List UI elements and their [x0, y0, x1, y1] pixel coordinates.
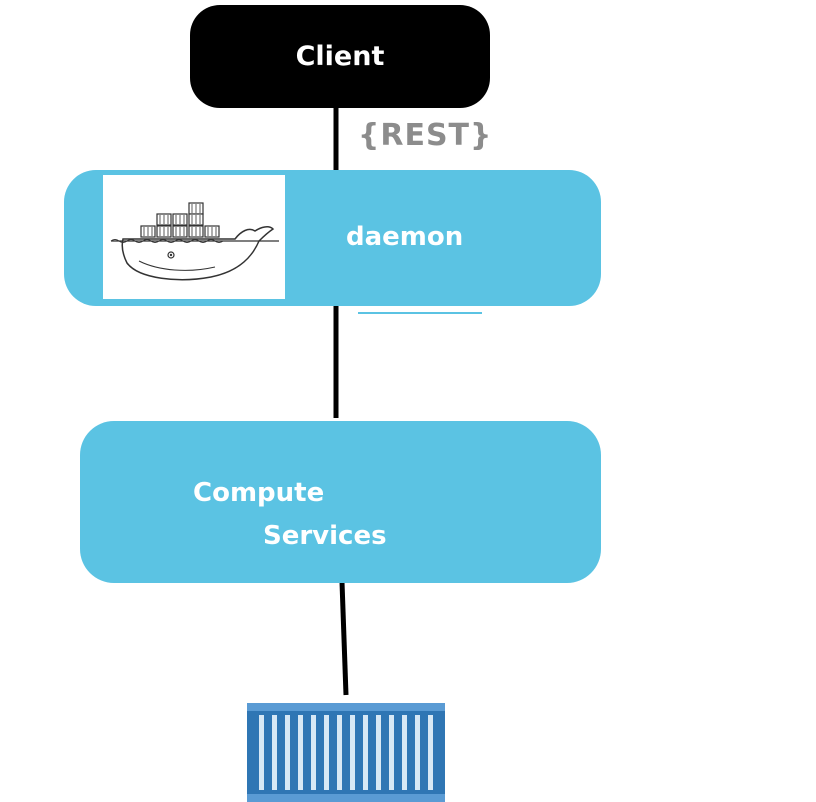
container-rib — [311, 715, 316, 790]
container-rib — [389, 715, 394, 790]
daemon-node: daemon — [64, 170, 601, 306]
docker-logo — [103, 175, 285, 299]
container-rib — [415, 715, 420, 790]
compute-label-line2: Services — [263, 521, 387, 551]
compute-services-node: Compute Services — [80, 421, 601, 583]
container-rib — [428, 715, 433, 790]
container-rib — [324, 715, 329, 790]
daemon-label: daemon — [346, 222, 464, 252]
container-rib — [350, 715, 355, 790]
container-rib — [272, 715, 277, 790]
container-rib — [363, 715, 368, 790]
shipping-container-icon — [247, 703, 445, 802]
container-rib — [259, 715, 264, 790]
container-rib — [298, 715, 303, 790]
container-rib — [337, 715, 342, 790]
client-label: Client — [295, 41, 385, 72]
rest-protocol-label: {REST} — [358, 118, 493, 153]
client-node: Client — [190, 5, 490, 108]
container-rib — [285, 715, 290, 790]
compute-container-connector — [339, 581, 349, 696]
compute-label-line1: Compute — [193, 478, 325, 508]
docker-whale-icon — [110, 202, 279, 281]
container-rib — [376, 715, 381, 790]
container-rib — [402, 715, 407, 790]
